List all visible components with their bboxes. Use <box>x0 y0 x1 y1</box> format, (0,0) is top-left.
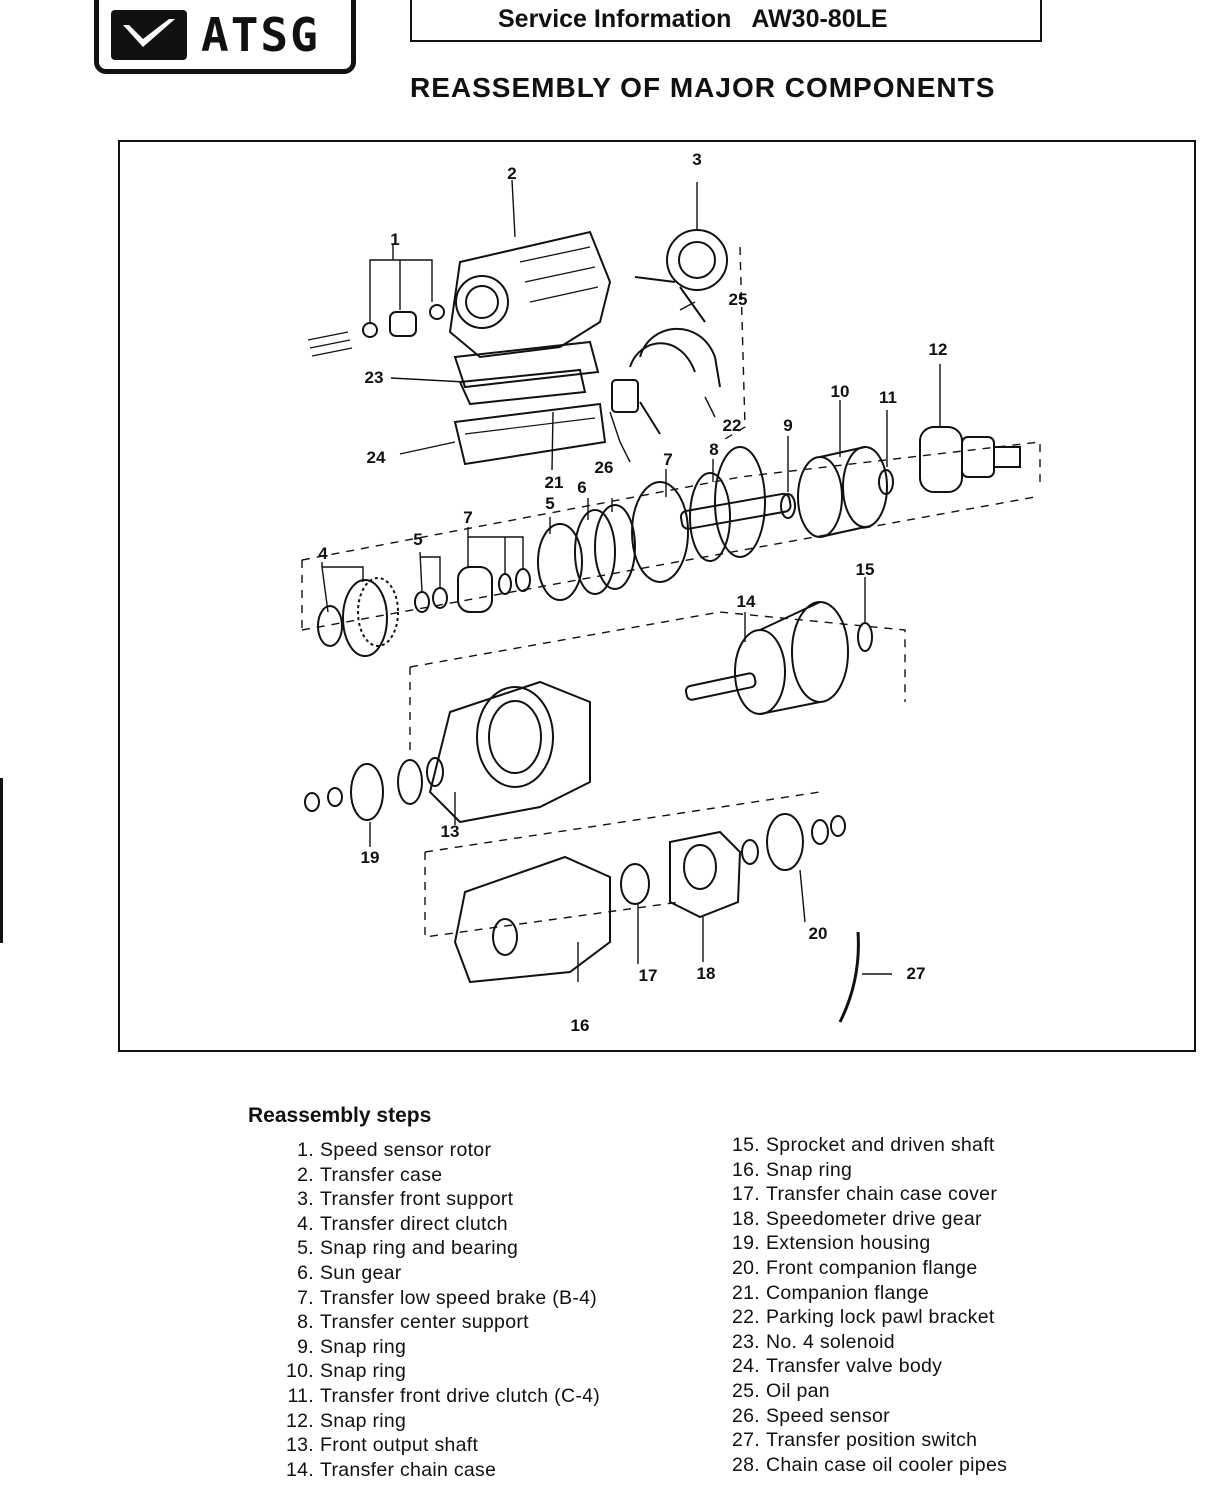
callout-28: 27 <box>906 964 926 983</box>
list-item: 16.Snap ring <box>731 1158 853 1181</box>
callout-6: 7 <box>463 508 473 527</box>
service-info-header: Service Information AW30-80LE <box>410 0 1042 42</box>
list-item: 4.Transfer direct clutch <box>297 1212 508 1235</box>
check-mark-icon <box>111 9 187 60</box>
callout-1: 1 <box>390 230 400 249</box>
list-item: 12.Snap ring <box>285 1409 407 1432</box>
callout-20: 19 <box>360 848 380 867</box>
callout-14: 13 <box>440 822 460 841</box>
list-item: 5.Snap ring and bearing <box>297 1237 519 1260</box>
callout-3: 3 <box>692 150 702 169</box>
callout-13: 12 <box>928 340 948 359</box>
list-item: 13.Front output shaft <box>285 1434 479 1457</box>
exploded-diagram: 2 3 1 25 12 23 10 11 22 9 24 8 7 26 21 6… <box>118 140 1196 1052</box>
callout-11: 10 <box>830 382 850 401</box>
callout-21: 20 <box>808 924 828 943</box>
callout-22: 21 <box>544 473 564 492</box>
list-item: 18.Speedometer drive gear <box>731 1207 982 1230</box>
list-item: 3.Transfer front support <box>297 1188 514 1211</box>
callout-23: 22 <box>722 416 742 435</box>
callout-10: 9 <box>783 416 793 435</box>
callout-25: 24 <box>366 448 386 467</box>
page-title: REASSEMBLY OF MAJOR COMPONENTS <box>410 72 996 103</box>
reassembly-steps-title: Reassembly steps <box>248 1104 432 1127</box>
list-item: 23.No. 4 solenoid <box>731 1330 895 1353</box>
list-item: 10.Snap ring <box>285 1360 407 1383</box>
callout-24: 23 <box>364 368 384 387</box>
callout-15: 14 <box>736 592 756 611</box>
list-item: 24.Transfer valve body <box>731 1355 943 1378</box>
list-item: 6.Sun gear <box>297 1261 402 1284</box>
list-item: 27.Transfer position switch <box>731 1429 978 1452</box>
callout-26: 25 <box>728 290 748 309</box>
logo-text: ATSG <box>201 7 320 62</box>
steps-list-left: 1.Speed sensor rotor 2.Transfer case 3.T… <box>270 1138 600 1482</box>
callout-17: 16 <box>570 1016 590 1035</box>
atsg-logo: ATSG <box>94 0 356 74</box>
list-item: 28.Chain case oil cooler pipes <box>731 1453 1008 1476</box>
callout-5: 5 <box>413 530 423 549</box>
header-section: Service Information <box>498 4 732 33</box>
list-item: 1.Speed sensor rotor <box>297 1139 492 1161</box>
callout-16: 15 <box>855 560 875 579</box>
list-item: 15.Sprocket and driven shaft <box>731 1134 995 1156</box>
list-item: 9.Snap ring <box>297 1335 407 1358</box>
list-item: 25.Oil pan <box>731 1379 830 1402</box>
callout-18: 17 <box>638 966 658 985</box>
callout-12: 11 <box>879 388 897 407</box>
callout-2: 2 <box>507 164 517 183</box>
list-item: 19.Extension housing <box>731 1232 931 1255</box>
callout-5b: 5 <box>545 494 555 513</box>
list-item: 20.Front companion flange <box>731 1256 978 1279</box>
callout-7: 6 <box>577 478 587 497</box>
callout-8: 7 <box>663 450 673 469</box>
steps-list-right: 15.Sprocket and driven shaft 16.Snap rin… <box>716 1133 1007 1477</box>
list-item: 22.Parking lock pawl bracket <box>731 1306 995 1329</box>
exploded-view-drawing <box>301 179 1041 1023</box>
callout-9: 8 <box>709 440 719 459</box>
callout-19: 18 <box>696 964 716 983</box>
list-item: 14.Transfer chain case <box>285 1458 497 1481</box>
list-item: 17.Transfer chain case cover <box>731 1183 998 1206</box>
list-item: 26.Speed sensor <box>731 1404 890 1427</box>
list-item: 7.Transfer low speed brake (B-4) <box>297 1286 598 1309</box>
list-item: 21.Companion flange <box>731 1281 930 1304</box>
header-doc-code: AW30-80LE <box>751 4 888 33</box>
list-item: 11.Transfer front drive clutch (C-4) <box>287 1384 601 1407</box>
scan-edge-mark <box>0 778 3 943</box>
callout-27: 26 <box>594 458 614 477</box>
list-item: 8.Transfer center support <box>297 1311 529 1334</box>
list-item: 2.Transfer case <box>297 1163 443 1186</box>
callout-4: 4 <box>318 544 328 563</box>
